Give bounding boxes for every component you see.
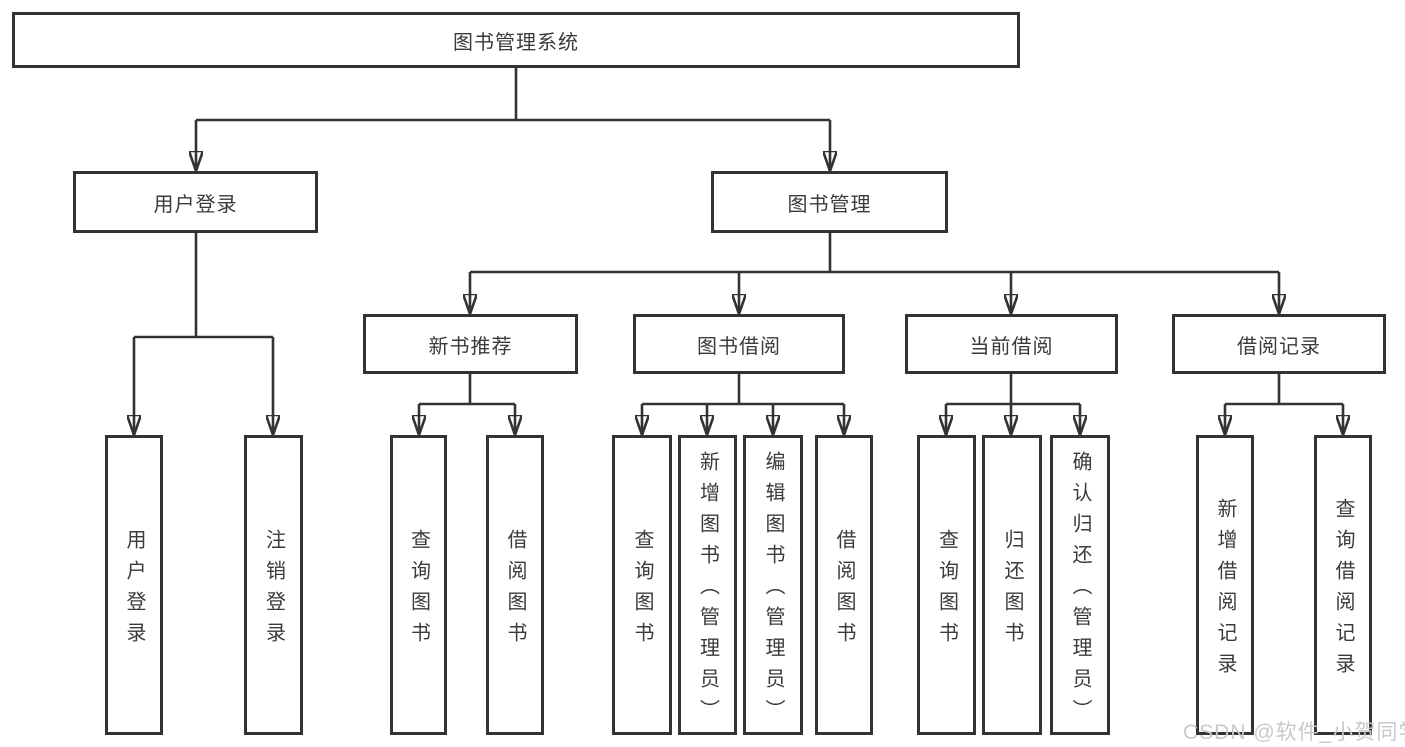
node-new-book-recommendation: 新书推荐: [363, 314, 578, 374]
node-label: 归还图书: [1001, 528, 1023, 653]
connector-current-borrowing: [946, 374, 1080, 406]
leaf-borrow-books: 借阅图书: [815, 435, 873, 735]
leaf-edit-books-admin: 编辑图书（管理员）: [743, 435, 803, 735]
node-label: 查询图书: [935, 528, 958, 653]
node-label: 借阅图书: [504, 528, 526, 653]
connector-borrow-records: [1225, 374, 1343, 406]
node-label: 借阅记录: [1237, 335, 1321, 358]
node-root: 图书管理系统: [12, 12, 1020, 68]
node-label: 图书管理: [787, 193, 872, 216]
node-label: 确认归还（管理员）: [1069, 451, 1091, 730]
leaf-query-books-borrowing: 查询图书: [612, 435, 672, 735]
leaf-user-login: 用户登录: [105, 435, 163, 735]
leaf-borrow-books-recommend: 借阅图书: [486, 435, 544, 735]
leaf-return-books: 归还图书: [982, 435, 1042, 735]
connector-new-book: [419, 374, 515, 406]
node-label: 新增图书（管理员）: [696, 451, 719, 730]
node-book-management: 图书管理: [711, 171, 948, 233]
leaf-logout: 注销登录: [244, 435, 303, 735]
node-label: 图书借阅: [697, 335, 781, 358]
node-borrowing-records: 借阅记录: [1172, 314, 1386, 374]
node-current-borrowing: 当前借阅: [905, 314, 1118, 374]
node-user-login-branch: 用户登录: [73, 171, 318, 233]
leaf-confirm-return-admin: 确认归还（管理员）: [1050, 435, 1110, 735]
leaf-query-borrow-record: 查询借阅记录: [1314, 435, 1372, 735]
node-book-borrowing: 图书借阅: [633, 314, 845, 374]
node-label: 图书管理系统: [453, 31, 579, 54]
node-label: 借阅图书: [833, 528, 855, 653]
node-label: 注销登录: [262, 528, 285, 653]
leaf-add-books-admin: 新增图书（管理员）: [678, 435, 737, 735]
node-label: 编辑图书（管理员）: [762, 451, 784, 730]
leaf-query-books-recommend: 查询图书: [390, 435, 447, 735]
connector-book-management: [470, 233, 1279, 274]
node-label: 查询图书: [631, 528, 653, 653]
node-label: 当前借阅: [969, 335, 1054, 358]
node-label: 新书推荐: [428, 335, 513, 358]
leaf-query-books-current: 查询图书: [917, 435, 976, 735]
node-label: 用户登录: [153, 193, 238, 216]
connector-root: [196, 68, 830, 122]
connector-user-login: [134, 233, 273, 339]
csdn-watermark: CSDN @软件_小贺同学: [1183, 721, 1405, 744]
connector-book-borrowing: [642, 374, 844, 406]
node-label: 查询借阅记录: [1332, 497, 1354, 684]
leaf-add-borrow-record: 新增借阅记录: [1196, 435, 1254, 735]
node-label: 新增借阅记录: [1214, 497, 1236, 684]
node-label: 查询图书: [407, 528, 430, 653]
node-label: 用户登录: [123, 528, 145, 653]
